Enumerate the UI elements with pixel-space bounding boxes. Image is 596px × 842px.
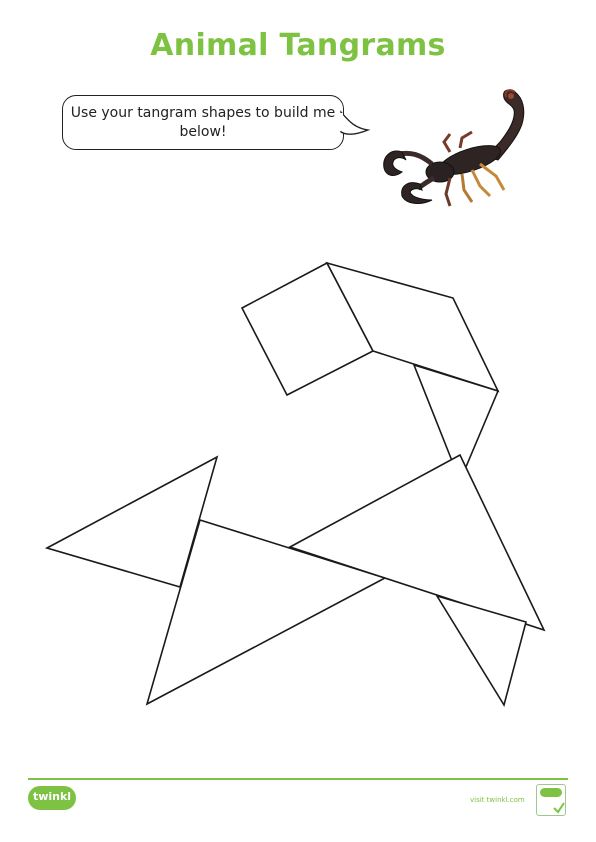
logo-text: twinkl bbox=[32, 790, 72, 803]
tangram-large-triangle-back bbox=[287, 453, 546, 632]
tangram-large-triangle-body bbox=[145, 518, 388, 706]
tangram-outline bbox=[44, 261, 546, 708]
tangram-tail-triangle bbox=[44, 455, 219, 588]
footer-divider bbox=[28, 778, 568, 780]
page-title: Animal Tangrams bbox=[150, 28, 446, 63]
speech-bubble: Use your tangram shapes to build me belo… bbox=[62, 95, 344, 150]
quality-badge-icon bbox=[536, 784, 566, 816]
footer-link[interactable]: visit twinkl.com bbox=[470, 796, 525, 804]
checkmark-icon bbox=[553, 802, 565, 814]
scorpion-icon bbox=[383, 89, 525, 207]
tangram-small-triangle-leg bbox=[435, 594, 527, 708]
tangram-small-triangle-neck bbox=[412, 363, 500, 484]
twinkl-logo: twinkl bbox=[28, 786, 76, 810]
instruction-text: Use your tangram shapes to build me belo… bbox=[70, 105, 336, 140]
badge-logo bbox=[540, 788, 562, 797]
speech-bubble-tail bbox=[340, 110, 371, 135]
